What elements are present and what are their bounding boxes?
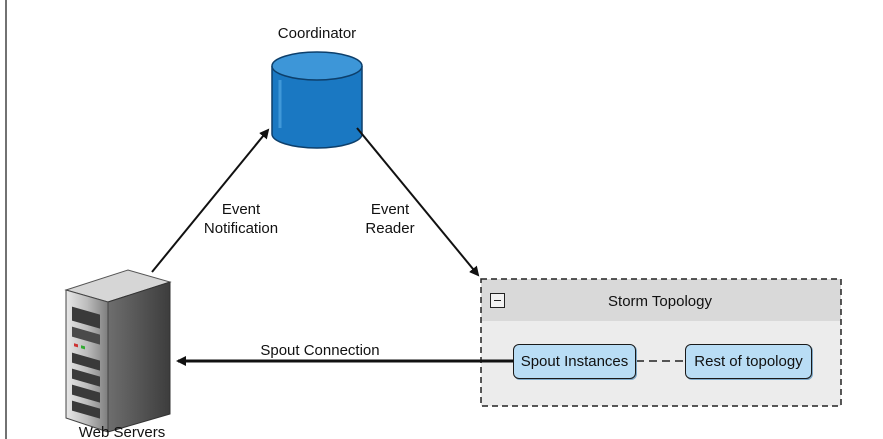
- event-notification-arrow: [151, 128, 270, 273]
- collapse-icon[interactable]: [490, 293, 505, 308]
- storm-topology-border: [480, 278, 842, 407]
- storm-topology-header: [481, 279, 841, 321]
- spout-connection-label: Spout Connection: [260, 342, 380, 359]
- coordinator-database-icon[interactable]: [271, 51, 363, 149]
- coordinator-label: Coordinator: [277, 25, 357, 42]
- server-tower-icon[interactable]: [64, 269, 172, 433]
- rest-of-topology-node[interactable]: Rest of topology: [685, 344, 812, 379]
- storm-topology-title: Storm Topology: [608, 293, 712, 310]
- spout-instances-node[interactable]: Spout Instances: [513, 344, 636, 379]
- web-servers-label: Web Servers: [78, 424, 166, 439]
- event-notification-label: Event Notification: [203, 201, 279, 237]
- event-reader-arrow: [356, 127, 480, 277]
- event-reader-label: Event Reader: [365, 201, 415, 237]
